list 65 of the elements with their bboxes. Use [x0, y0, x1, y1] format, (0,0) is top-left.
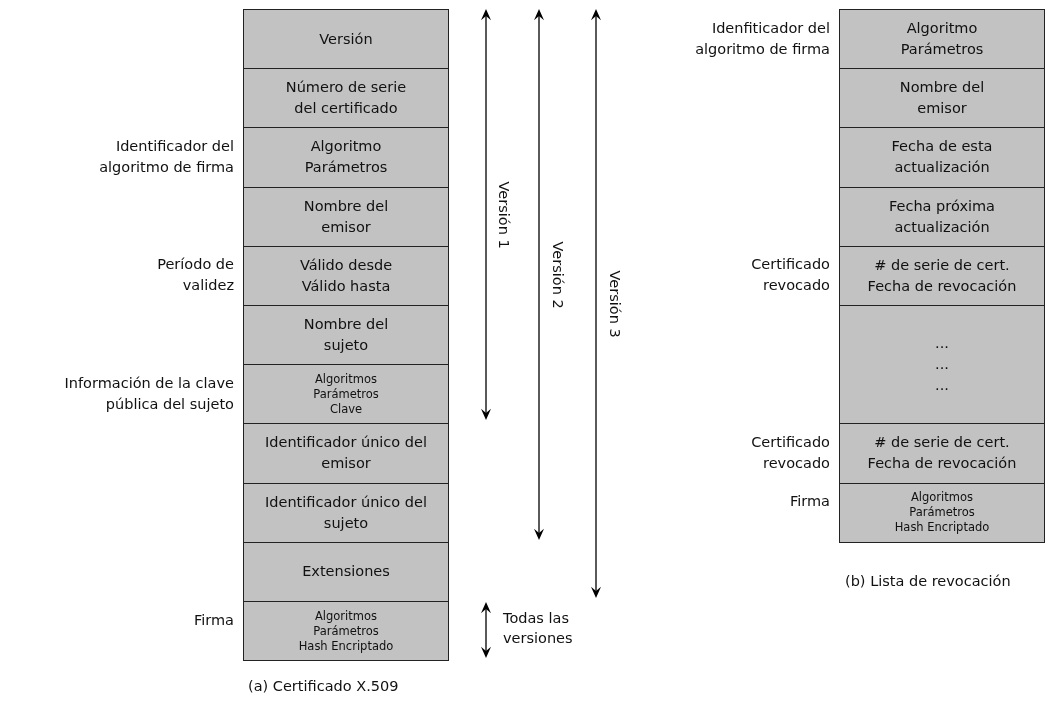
- field-text: Hash Encriptado: [298, 638, 394, 654]
- version-label: Versión 1: [494, 181, 513, 249]
- field-text: Clave: [329, 401, 363, 417]
- field-text: Parámetros: [313, 623, 379, 639]
- field-text: Versión: [319, 29, 373, 49]
- field-text: Parámetros: [313, 386, 379, 402]
- field-text: Número de serie del certificado: [284, 78, 408, 119]
- field-text: Parámetros: [909, 505, 975, 521]
- field-box: [243, 601, 449, 662]
- field-label: Idenfiticador del algoritmo de firma: [694, 18, 830, 59]
- field-label: Identificador del algoritmo de firma: [98, 137, 234, 177]
- field-label: Período de validez: [156, 255, 234, 296]
- field-text: Nombre del sujeto: [302, 315, 390, 356]
- field-box: [839, 127, 1045, 188]
- field-label: Firma: [192, 610, 234, 630]
- field-box: [243, 186, 449, 247]
- field-label: Firma: [788, 492, 830, 512]
- version-label: Versión 3: [605, 270, 624, 338]
- version-label: Versión 2: [548, 241, 567, 309]
- field-text: Fecha de revocación: [867, 454, 1017, 474]
- field-box: [243, 482, 449, 543]
- field-text: Algoritmos: [314, 608, 378, 624]
- field-text: Identificador único del sujeto: [264, 492, 428, 533]
- field-text: Fecha de esta actualización: [890, 137, 994, 178]
- field-text: Hash Encriptado: [894, 520, 990, 536]
- field-text: Nombre del emisor: [898, 78, 986, 119]
- field-box: [839, 482, 1045, 543]
- field-text: Algoritmo: [310, 137, 382, 157]
- field-box: [243, 68, 449, 129]
- field-box: [243, 423, 449, 484]
- field-box: [839, 245, 1045, 306]
- field-box: [243, 127, 449, 188]
- field-text: ...: [935, 376, 949, 396]
- field-text: # de serie de cert.: [874, 255, 1010, 275]
- field-box: [839, 9, 1045, 70]
- field-box: [243, 364, 449, 425]
- field-text: Algoritmos: [910, 490, 974, 506]
- field-box: [243, 245, 449, 306]
- caption: (a) Certificado X.509: [248, 677, 399, 696]
- field-box: [839, 68, 1045, 129]
- field-label: Certificado revocado: [750, 433, 830, 473]
- field-box: [243, 9, 449, 70]
- field-text: Extensiones: [302, 562, 390, 582]
- field-text: Algoritmo: [906, 19, 978, 39]
- field-text: ...: [935, 334, 949, 354]
- field-text: Válido desde: [299, 255, 393, 275]
- field-label: Información de la clave pública del sujeto: [63, 373, 234, 414]
- field-text: Identificador único del emisor: [264, 433, 428, 474]
- field-box: [839, 186, 1045, 247]
- field-text: Algoritmos: [314, 371, 378, 387]
- field-text: Nombre del emisor: [302, 196, 390, 237]
- caption: (b) Lista de revocación: [845, 572, 1011, 591]
- version-label: Todas las versiones: [503, 609, 574, 649]
- field-text: Fecha de revocación: [867, 276, 1017, 296]
- field-text: Válido hasta: [301, 276, 391, 296]
- field-label: Certificado revocado: [750, 255, 830, 296]
- field-box: [243, 541, 449, 602]
- field-box: [839, 423, 1045, 484]
- field-text: Parámetros: [304, 158, 388, 178]
- field-text: Fecha próxima actualización: [888, 196, 996, 237]
- field-text: Parámetros: [900, 40, 984, 60]
- field-text: # de serie de cert.: [874, 433, 1010, 453]
- field-text: ...: [935, 355, 949, 375]
- field-box: [839, 305, 1045, 425]
- field-box: [243, 305, 449, 366]
